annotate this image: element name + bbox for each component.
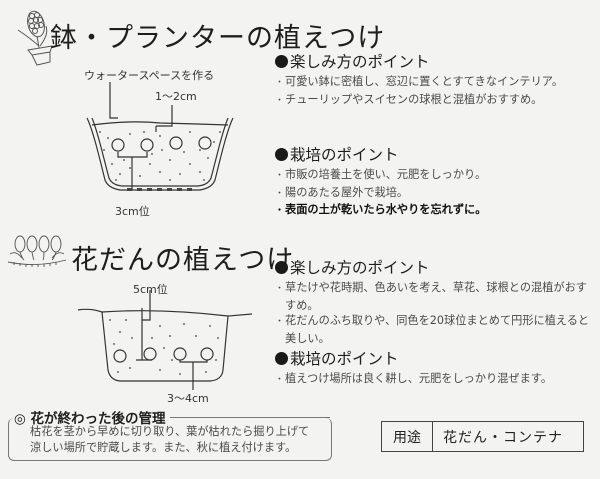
pot-cultivation-section: 栽培のポイント 市販の培養土を使い、元肥をしっかり。 陽のあたる屋外で栽培。 表… (275, 143, 593, 220)
bullet-dot-icon (275, 148, 288, 161)
list-item: 植えつけ場所は良く耕し、元肥をしっかり混ぜます。 (275, 371, 593, 389)
list-item: チューリップやスイセンの球根と混植がおすすめ。 (275, 92, 593, 110)
bullet-dot-icon (275, 352, 288, 365)
list-item: 陽のあたる屋外で栽培。 (275, 185, 593, 203)
after-care-divider (170, 417, 330, 418)
usage-value: 花だん・コンテナ (443, 429, 563, 446)
bullet-dot-icon (275, 55, 288, 68)
water-space-label: ウォータースペースを作る (84, 69, 215, 82)
usage-key: 用途 (382, 422, 433, 451)
top-depth-label: 1〜2cm (155, 90, 197, 103)
pot-planting-diagram (60, 80, 260, 200)
after-care-title: ◎ 花が終わった後の管理 (14, 407, 170, 427)
bed-planting-diagram (60, 290, 260, 400)
list-item: 市販の培養土を使い、元肥をしっかり。 (275, 167, 593, 185)
usage-box: 用途 花だん・コンテナ (381, 421, 584, 452)
hyacinth-bed-icon (6, 232, 68, 270)
pot-enjoy-section: 楽しみ方のポイント 可愛い鉢に密植し、窓辺に置くとすてきなインテリア。 チューリ… (275, 50, 593, 109)
after-care-box (8, 418, 332, 461)
bullet-dot-icon (275, 261, 288, 274)
bottom-depth-label: 3cm位 (115, 205, 150, 218)
pot-enjoy-heading: 楽しみ方のポイント (275, 50, 593, 72)
pot-section-title: 鉢・プランターの植えつけ (50, 23, 386, 54)
after-care-text: 枯花を茎から早めに切り取り、葉が枯れたら掘り上げて 涼しい場所で貯蔵します。また… (30, 425, 310, 454)
planting-depth-label: 5cm位 (133, 283, 168, 296)
bed-section-title: 花だんの植えつけ (71, 245, 295, 276)
bed-enjoy-heading: 楽しみ方のポイント (275, 256, 593, 278)
list-item: 花だんのふち取りや、同色を20球位まとめて円形に植えると美しい。 (275, 313, 593, 346)
list-item: 草たけや花時期、色あいを考え、草花、球根との混植がおすすめ。 (275, 280, 593, 313)
bulb-spacing-label: 3〜4cm (167, 392, 209, 405)
double-circle-icon: ◎ (14, 411, 26, 427)
list-item: 可愛い鉢に密植し、窓辺に置くとすてきなインテリア。 (275, 74, 593, 92)
list-item: 表面の土が乾いたら水やりを忘れずに。 (275, 202, 593, 220)
bed-cultivation-heading: 栽培のポイント (275, 347, 593, 369)
potted-hyacinth-icon (10, 8, 60, 66)
bed-enjoy-section: 楽しみ方のポイント 草たけや花時期、色あいを考え、草花、球根との混植がおすすめ。… (275, 256, 593, 346)
bed-cultivation-section: 栽培のポイント 植えつけ場所は良く耕し、元肥をしっかり混ぜます。 (275, 347, 593, 389)
pot-cultivation-heading: 栽培のポイント (275, 143, 593, 165)
